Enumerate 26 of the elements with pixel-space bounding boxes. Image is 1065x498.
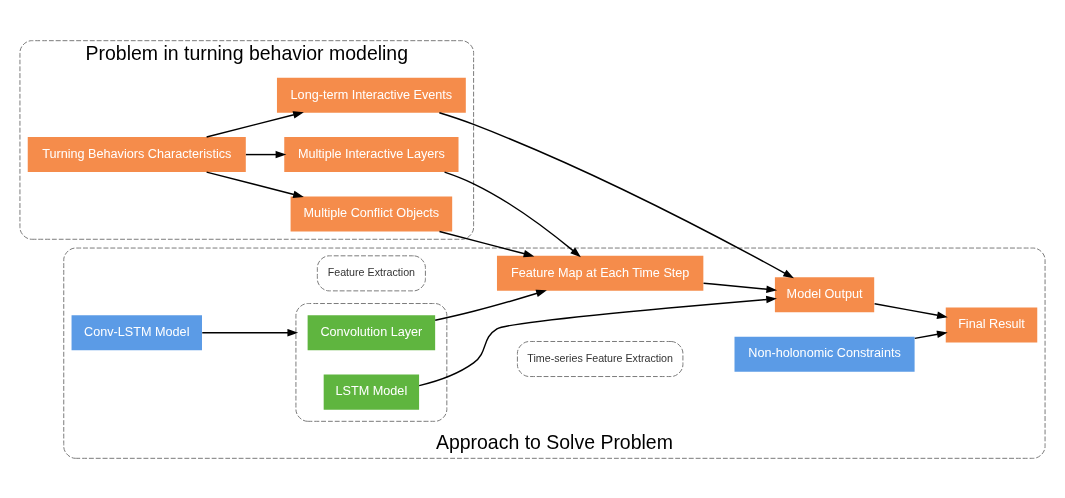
node-box: Feature Extraction	[316, 254, 426, 291]
arrow	[205, 170, 304, 198]
cluster	[295, 302, 448, 422]
arrow	[201, 328, 299, 336]
node-box: Turning Behaviors Characteristics	[27, 136, 246, 172]
node-box: Final Result	[945, 306, 1038, 342]
node-box: Convolution Layer	[307, 314, 436, 350]
node-box: Multiple Interactive Layers	[284, 136, 459, 172]
arrow	[245, 150, 287, 158]
node-box: Multiple Conflict Objects	[290, 195, 453, 231]
node-box: Feature Map at Each Time Step	[496, 255, 704, 291]
arrow	[438, 111, 794, 278]
arrow	[205, 110, 304, 138]
arrow	[443, 170, 581, 257]
node-box: Conv-LSTM Model	[71, 314, 202, 350]
arrow	[434, 289, 547, 321]
node-box: Time-series Feature Extraction	[516, 340, 684, 377]
node-box: Non-holonomic Constraints	[734, 336, 915, 372]
arrow	[914, 330, 948, 339]
arrow	[702, 281, 778, 293]
node-box: LSTM Model	[323, 374, 420, 410]
arrow	[438, 230, 535, 257]
arrow	[873, 302, 948, 319]
node-box: Long-term Interactive Events	[276, 77, 466, 113]
arrow	[418, 295, 777, 386]
node-box: Model Output	[774, 276, 875, 312]
